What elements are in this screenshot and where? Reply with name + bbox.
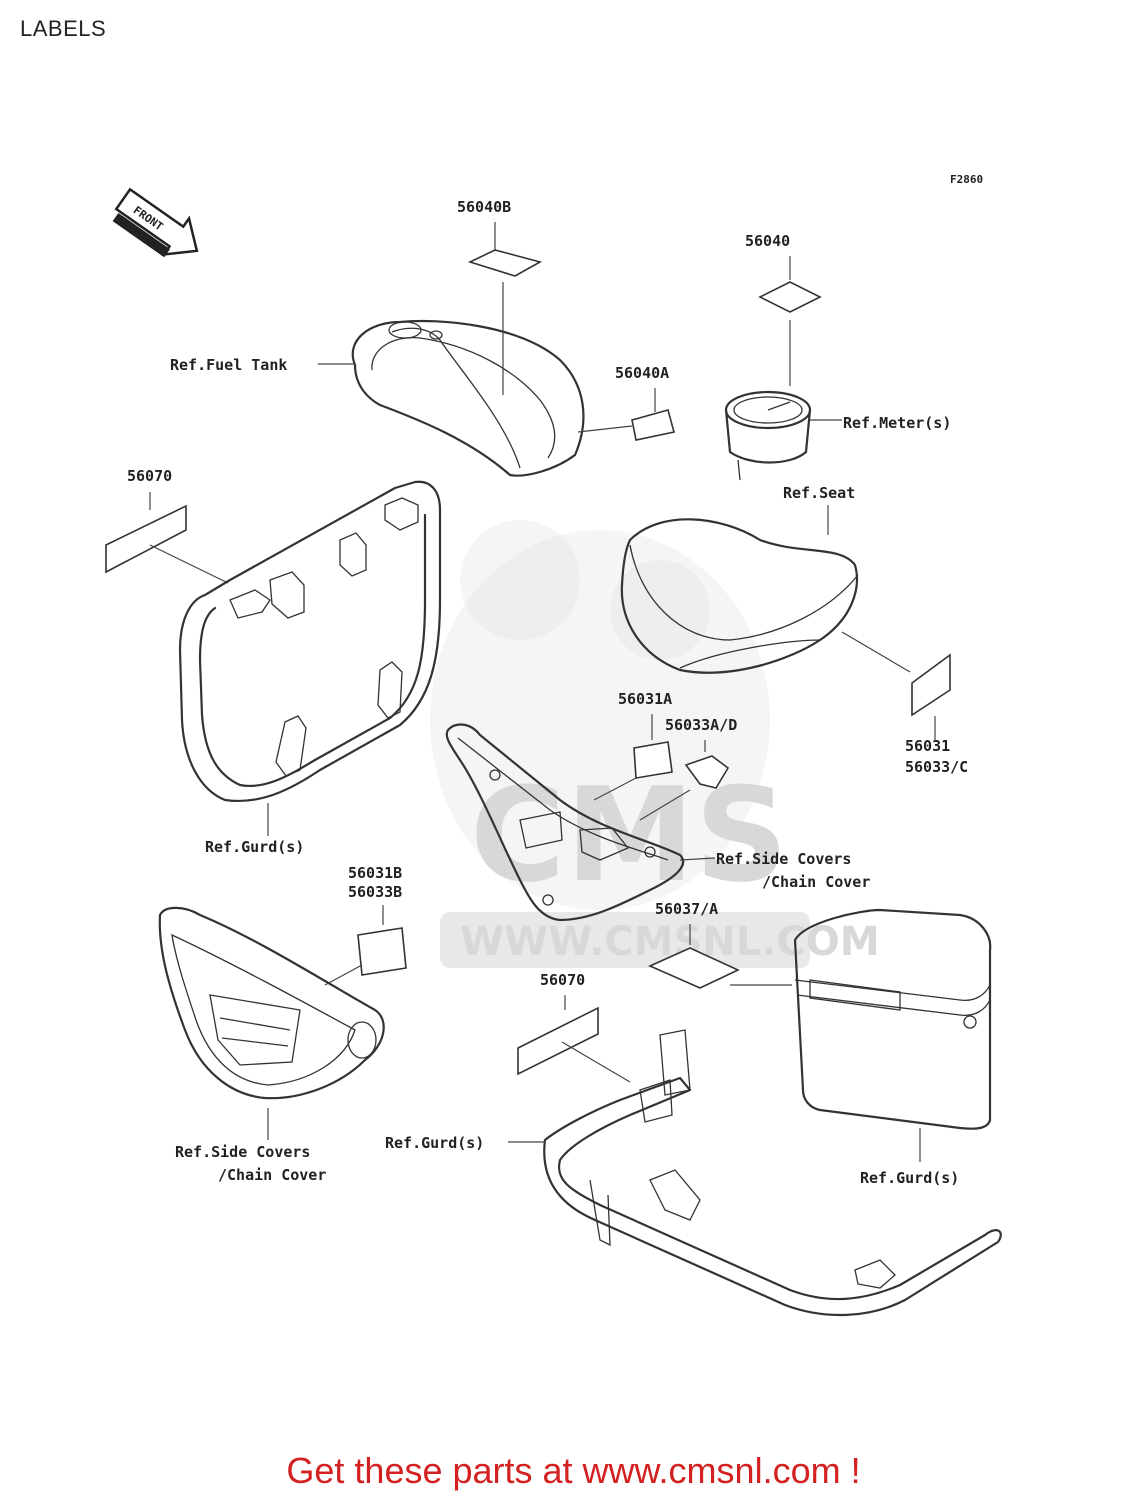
- sticker-56040a: [631, 409, 675, 441]
- sticker-56031b: [357, 927, 407, 976]
- fuel-tank: [351, 319, 585, 477]
- sticker-56031: [911, 653, 951, 717]
- bottom-frame-guard: [543, 1029, 1002, 1317]
- ref-side-covers-mid-label-1: Ref.Side Covers: [716, 850, 851, 868]
- figure-code: F2860: [950, 173, 983, 186]
- part-56037a-label: 56037/A: [655, 900, 718, 918]
- footer-promo-link[interactable]: Get these parts at www.cmsnl.com !: [286, 1450, 861, 1491]
- sticker-56040: [758, 281, 822, 313]
- part-56040a-label: 56040A: [615, 364, 669, 382]
- part-56040b-label: 56040B: [457, 198, 511, 216]
- part-56033b-label: 56033B: [348, 883, 402, 901]
- ref-side-covers-left-label-1: Ref.Side Covers: [175, 1143, 310, 1161]
- saddle-box: [793, 908, 992, 1130]
- part-56033c-label: 56033/C: [905, 758, 968, 776]
- ref-gurd-left-label: Ref.Gurd(s): [205, 838, 304, 856]
- part-56040-label: 56040: [745, 232, 790, 250]
- ref-meter-label: Ref.Meter(s): [843, 414, 951, 432]
- ref-gurd-right-label: Ref.Gurd(s): [860, 1169, 959, 1187]
- ref-fuel-tank-label: Ref.Fuel Tank: [170, 356, 287, 374]
- part-56031-label: 56031: [905, 737, 950, 755]
- ref-side-covers-mid-label-2: /Chain Cover: [762, 873, 870, 891]
- middle-side-cover: [445, 723, 685, 922]
- front-arrow-icon: FRONT: [112, 187, 199, 258]
- part-56031a-label: 56031A: [618, 690, 672, 708]
- part-56031b-label: 56031B: [348, 864, 402, 882]
- left-side-cover: [158, 906, 385, 1100]
- sticker-56037a: [648, 947, 740, 989]
- sticker-56070-bottom: [517, 1006, 599, 1076]
- ref-gurd-bottom-label: Ref.Gurd(s): [385, 1134, 484, 1152]
- part-56070-top-label: 56070: [127, 467, 172, 485]
- sticker-56040b: [467, 249, 543, 277]
- left-frame-guard: [178, 480, 442, 802]
- page-title: LABELS: [20, 16, 107, 41]
- ref-seat-label: Ref.Seat: [783, 484, 855, 502]
- meter: [724, 390, 812, 481]
- part-56033ad-label: 56033A/D: [665, 716, 737, 734]
- sticker-56033ad: [684, 755, 730, 789]
- seat: [620, 518, 859, 674]
- ref-side-covers-left-label-2: /Chain Cover: [218, 1166, 326, 1184]
- part-56070-bottom-label: 56070: [540, 971, 585, 989]
- watermark-logo: CMS WWW.CMSNL.COM: [430, 520, 880, 968]
- sticker-56070-top: [105, 504, 187, 574]
- sticker-56031a: [633, 741, 673, 779]
- parts-diagram: CMS WWW.CMSNL.COM F2860 FRONT Ref.Fuel T…: [105, 173, 1002, 1317]
